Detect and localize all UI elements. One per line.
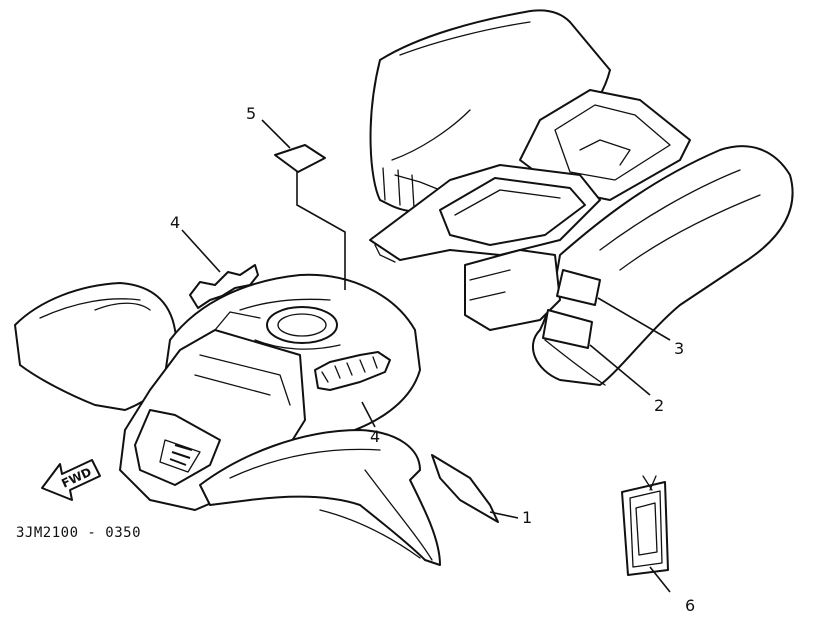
decal-5 bbox=[274, 144, 326, 173]
decal-6 bbox=[621, 475, 669, 576]
part-code: 3JM2100 - 0350 bbox=[16, 525, 141, 541]
callout-4-upper: 4 bbox=[170, 213, 180, 232]
callout-2: 2 bbox=[654, 396, 664, 415]
callout-4-lower: 4 bbox=[370, 427, 380, 446]
fwd-arrow-icon: FWD bbox=[41, 459, 101, 501]
decal-4-wavy bbox=[189, 264, 259, 309]
decal-4-logo bbox=[314, 351, 391, 391]
callout-5: 5 bbox=[246, 104, 256, 123]
front-fender bbox=[14, 273, 441, 566]
decal-1 bbox=[431, 454, 499, 523]
callout-1: 1 bbox=[522, 508, 532, 527]
decal-3 bbox=[556, 269, 601, 306]
rear-fender bbox=[369, 9, 794, 386]
callout-3: 3 bbox=[674, 339, 684, 358]
decal-2 bbox=[542, 309, 593, 349]
callout-6: 6 bbox=[685, 596, 695, 615]
